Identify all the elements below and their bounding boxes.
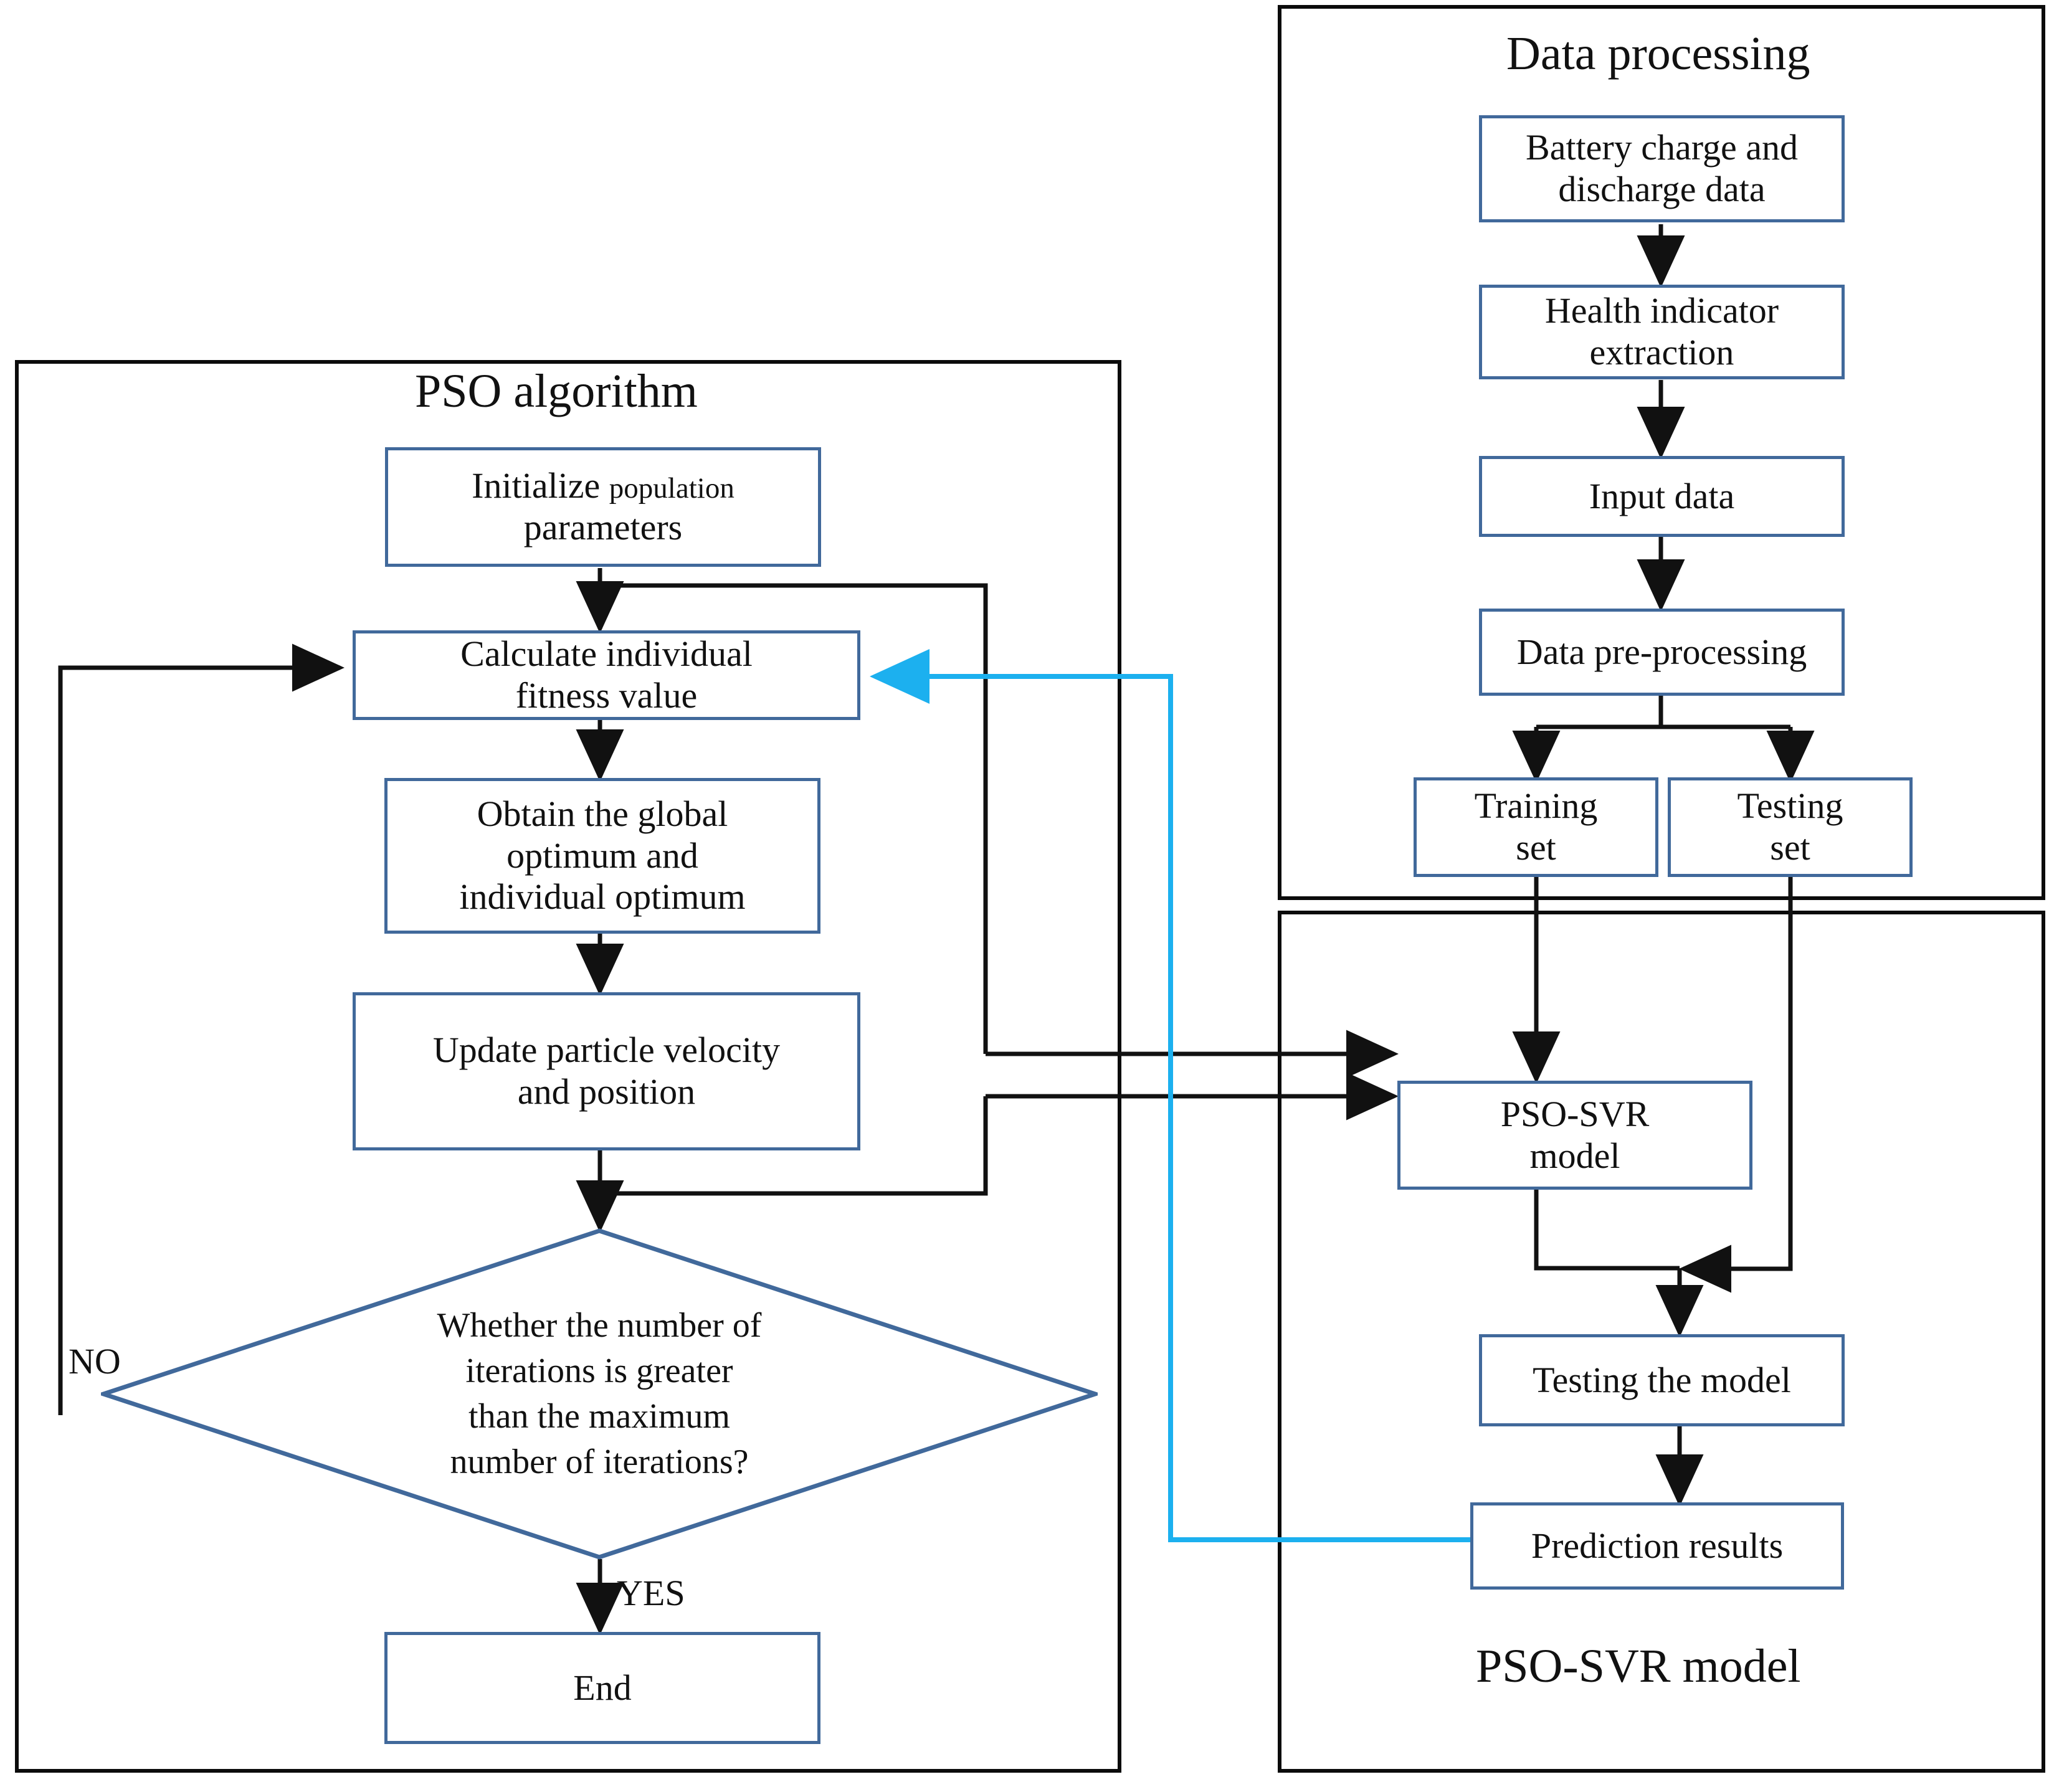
node-obtain-optimum-line3: individual optimum	[459, 876, 746, 917]
node-battery-charge-and-discharge-data[interactable]: Battery charge and discharge data	[1479, 115, 1845, 222]
node-training-set[interactable]: Training set	[1414, 777, 1658, 877]
node-training-set-text: Training set	[1423, 785, 1649, 868]
node-training-set-line2: set	[1516, 827, 1556, 868]
node-end-label: End	[573, 1667, 632, 1708]
node-initialize-line1: Initialize	[472, 465, 601, 506]
node-testing-set-line1: Testing	[1737, 785, 1843, 827]
node-initialize-text: Initialize population parameters	[394, 465, 812, 548]
node-testing-the-model-label: Testing the model	[1533, 1359, 1791, 1400]
node-initialize-line1-small: population	[609, 472, 735, 505]
node-testing-set-text: Testing set	[1677, 785, 1903, 868]
node-data-preprocessing-label: Data pre-processing	[1516, 631, 1807, 672]
node-decision-line3: than the maximum	[468, 1397, 730, 1436]
node-battery-data-text: Battery charge and discharge data	[1488, 127, 1835, 210]
node-decision-line4: number of iterations?	[450, 1442, 749, 1481]
node-health-indicator-line1: Health indicator	[1544, 290, 1779, 331]
node-update-particle-line2: and position	[517, 1071, 696, 1112]
node-prediction-results-label: Prediction results	[1531, 1525, 1784, 1566]
node-decision-line2: iterations is greater	[465, 1352, 733, 1391]
node-decision-iterations[interactable]: Whether the number of iterations is grea…	[101, 1228, 1098, 1560]
node-health-indicator-text: Health indicator extraction	[1488, 290, 1835, 373]
node-health-indicator-extraction[interactable]: Health indicator extraction	[1479, 285, 1845, 379]
node-health-indicator-line2: extraction	[1589, 332, 1734, 372]
node-initialize-line2: parameters	[523, 507, 683, 548]
node-battery-data-line2: discharge data	[1558, 169, 1766, 209]
node-obtain-global-and-individual-optimum[interactable]: Obtain the global optimum and individual…	[384, 778, 820, 934]
node-input-data[interactable]: Input data	[1479, 456, 1845, 537]
node-testing-the-model[interactable]: Testing the model	[1479, 1334, 1845, 1426]
node-update-particle-line1: Update particle velocity	[432, 1030, 781, 1071]
node-decision-line1: Whether the number of	[437, 1306, 762, 1345]
node-pso-svr-text: PSO-SVR model	[1407, 1094, 1743, 1177]
panel-title-pso-algorithm: PSO algorithm	[415, 365, 698, 417]
node-training-set-line1: Training	[1474, 785, 1598, 827]
node-obtain-optimum-line1: Obtain the global	[477, 793, 728, 834]
edge-label-yes: YES	[617, 1573, 685, 1613]
node-testing-set[interactable]: Testing set	[1668, 777, 1913, 877]
node-initialize-population-parameters[interactable]: Initialize population parameters	[385, 447, 821, 567]
node-input-data-label: Input data	[1589, 475, 1735, 516]
panel-data-processing	[1278, 5, 2045, 900]
node-calculate-fitness-text: Calculate individual fitness value	[362, 633, 851, 716]
node-decision-text: Whether the number of iterations is grea…	[290, 1303, 908, 1484]
node-obtain-optimum-line2: optimum and	[506, 835, 698, 876]
node-testing-set-line2: set	[1770, 827, 1810, 868]
panel-title-data-processing: Data processing	[1506, 27, 1810, 80]
node-end[interactable]: End	[384, 1632, 820, 1744]
node-battery-data-line1: Battery charge and	[1526, 127, 1798, 168]
node-update-particle-velocity-and-position[interactable]: Update particle velocity and position	[353, 992, 860, 1150]
node-calculate-fitness-line1: Calculate individual	[460, 633, 753, 675]
node-pso-svr-model[interactable]: PSO-SVR model	[1397, 1081, 1752, 1190]
node-update-particle-text: Update particle velocity and position	[362, 1030, 851, 1112]
node-prediction-results[interactable]: Prediction results	[1470, 1502, 1844, 1590]
panel-title-pso-svr-model: PSO-SVR model	[1476, 1640, 1801, 1692]
node-calculate-fitness-line2: fitness value	[515, 675, 698, 716]
node-obtain-optimum-text: Obtain the global optimum and individual…	[394, 794, 811, 918]
node-pso-svr-line1: PSO-SVR	[1500, 1093, 1650, 1134]
node-calculate-individual-fitness-value[interactable]: Calculate individual fitness value	[353, 630, 860, 720]
node-pso-svr-line2: model	[1529, 1135, 1620, 1176]
node-data-pre-processing[interactable]: Data pre-processing	[1479, 609, 1845, 696]
edge-label-no: NO	[69, 1341, 121, 1382]
